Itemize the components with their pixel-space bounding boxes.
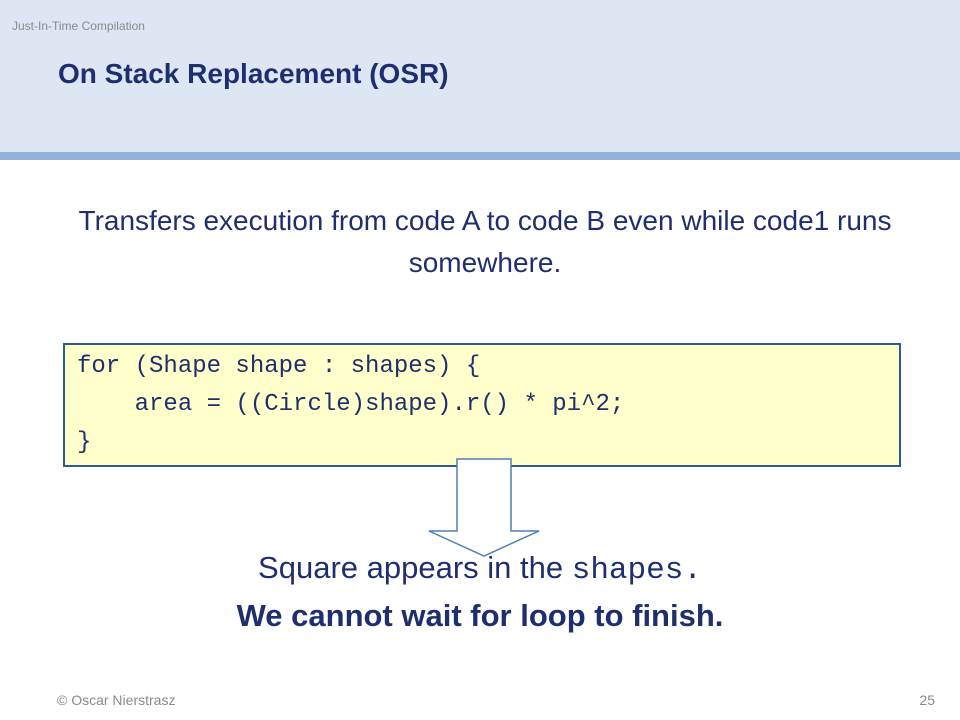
code-line-1: for (Shape shape : shapes) { [77,353,481,380]
header-band [0,0,960,152]
slide-title: On Stack Replacement (OSR) [58,58,449,89]
note-prefix: Square appears in the [258,550,572,585]
note-code-word: shapes. [571,553,702,588]
code-line-3: } [77,429,92,456]
page-number: 25 [919,692,935,708]
code-block: for (Shape shape : shapes) { area = ((Ci… [63,343,901,467]
note-emphasis: We cannot wait for loop to finish. [236,598,724,633]
header-divider [0,152,960,160]
down-arrow-icon [428,458,540,557]
section-label: Just-In-Time Compilation [12,19,145,33]
footer-copyright: © Oscar Nierstrasz [57,692,176,708]
note-line: Square appears in the shapes. [0,550,960,588]
lead-text: Transfers execution from code A to code … [78,205,892,278]
code-line-2: area = ((Circle)shape).r() * pi^2; [77,391,625,418]
